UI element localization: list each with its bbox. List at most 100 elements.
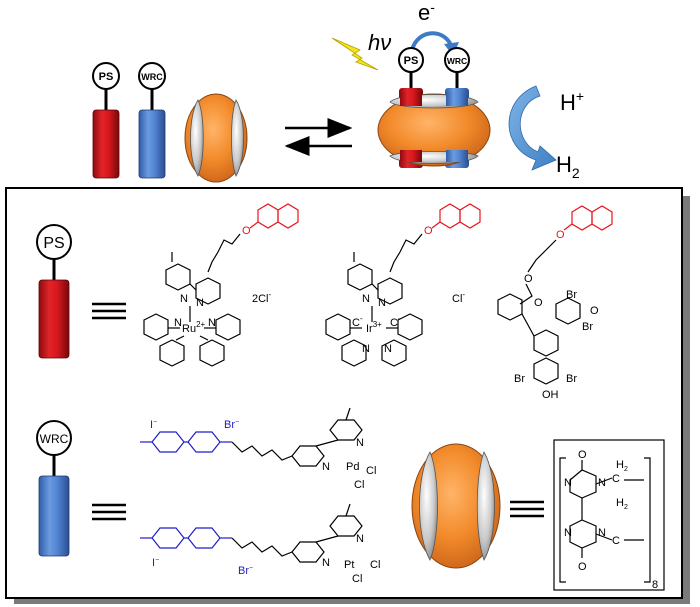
pt-bromide-sup: − [249,565,253,572]
cb-h2-bottom: H2 [616,497,628,511]
cb-n1: N [564,477,572,489]
ir-c2: C- [390,314,401,329]
ru-complex-structure: O N N Ru2+ N N 2Cl- [143,203,299,367]
complex-wrc-label: WRC [447,56,467,66]
ru-n2: N [196,297,204,309]
ir-metal: Ir3+ [366,320,382,335]
legend-wrc-label: WRC [40,432,69,446]
ps-equivalence-sign [92,302,126,320]
ru-n3: N [174,317,182,329]
eosin-ether-o: O [556,229,565,241]
pd-n1: N [322,461,330,473]
complex-ps-label: PS [404,55,419,67]
free-wrc-rod: WRC [138,62,166,179]
electron-sup: - [430,0,435,15]
electron-text: e [418,0,430,25]
eosin-br2: Br [582,321,593,333]
wrc-equivalence-sign [92,503,126,521]
eosin-ester-o: O [524,273,533,285]
pt-n2: N [356,533,364,545]
ir-c1: C- [352,314,363,329]
free-ps-label: PS [99,71,114,83]
eosin-br3: Br [514,373,525,385]
equilibrium-arrows [284,118,353,156]
pd-metal: Pd [346,461,359,473]
pd-cl2: Cl [354,479,364,491]
eosin-br4: Br [566,373,577,385]
pt-cl1: Cl [370,559,380,571]
lightning-icon [331,37,379,71]
proton-label: H+ [560,88,584,115]
pd-n2: N [356,437,364,449]
ir-c1-text: C [352,317,360,329]
cb-h2-bottom-text: H [616,497,624,509]
legend-cucurbituril [411,443,501,569]
proton-sup: + [576,88,584,104]
cb-n4: N [598,527,606,539]
ir-n1: N [362,293,370,305]
electron-label: e- [418,0,435,25]
legend-ps-label: PS [43,235,64,252]
pd-iodide-sup: − [153,419,157,426]
ir-counterion-sup: - [462,290,465,299]
ir-counterion: Cl- [452,290,465,305]
hydrogen-text: H [556,152,572,177]
pd-iodide: I− [150,419,157,431]
hydrogen-sub: 2 [572,165,580,181]
eosin-structure: O O O O Br Br Br Br OH [497,205,613,401]
ru-metal-symbol: Ru [182,323,196,335]
top-scheme: PS WRC hν e- [92,0,584,183]
ru-charge: 2+ [196,320,205,329]
cb-n3: N [564,527,572,539]
hydrogen-label: H2 [556,152,580,181]
pt-iodide-sup: − [155,557,159,564]
pt-cl2: Cl [352,573,362,585]
ir-n2: N [378,297,386,309]
free-cucurbituril [184,93,248,183]
ru-counterion-sup: - [269,290,272,299]
ir-c2-text: C [390,317,398,329]
eosin-carbonyl-o: O [534,297,543,309]
cb-c1: C [612,473,620,485]
pt-iodide: I− [152,557,159,569]
eosin-oh: OH [542,389,559,401]
pt-iodide-text: I [152,557,155,569]
ir-n3: N [362,343,370,355]
cb-c2: C [612,535,620,547]
ru-metal: Ru2+ [182,320,206,335]
pd-cl1: Cl [366,465,376,477]
ru-counterion: 2Cl- [252,290,272,305]
eosin-br1: Br [566,289,577,301]
ir-metal-symbol: Ir [366,323,373,335]
pt-complex-structure: I− Br− N N Pt Cl Cl [140,503,380,585]
ir-complex-structure: O N N Ir3+ C- C- N N Cl- [325,203,481,367]
pd-iodide-text: I [150,419,153,431]
ru-ether-o: O [242,225,251,237]
cb-o-top: O [578,449,587,461]
glycoluril-unit: O O N N N N C C H2 H2 8 [553,439,665,591]
ps-legend-rod: PS [36,224,72,359]
pd-bromide-text: Br [224,419,235,431]
free-ps-rod: PS [92,62,120,179]
cb-o-bottom: O [578,561,587,573]
ir-n4: N [384,343,392,355]
ru-n1: N [180,293,188,305]
eosin-ketone-o: O [590,305,599,317]
ir-c1-sup: - [360,314,363,323]
ru-counterion-text: 2Cl [252,293,269,305]
host-guest-complex: PS WRC [377,47,491,168]
cb-n2: N [598,477,606,489]
ru-n4: N [208,317,216,329]
wrc-legend-rod: WRC [36,420,72,557]
ir-charge: 3+ [373,320,382,329]
pt-bromide: Br− [238,565,253,577]
ir-counterion-text: Cl [452,293,462,305]
pt-bromide-text: Br [238,565,249,577]
cb-h2-top-text: H [616,459,624,471]
proton-text: H [560,90,576,115]
free-wrc-label: WRC [141,72,163,82]
pt-metal: Pt [344,559,354,571]
ir-c2-sup: - [398,314,401,323]
ir-ether-o: O [424,225,433,237]
